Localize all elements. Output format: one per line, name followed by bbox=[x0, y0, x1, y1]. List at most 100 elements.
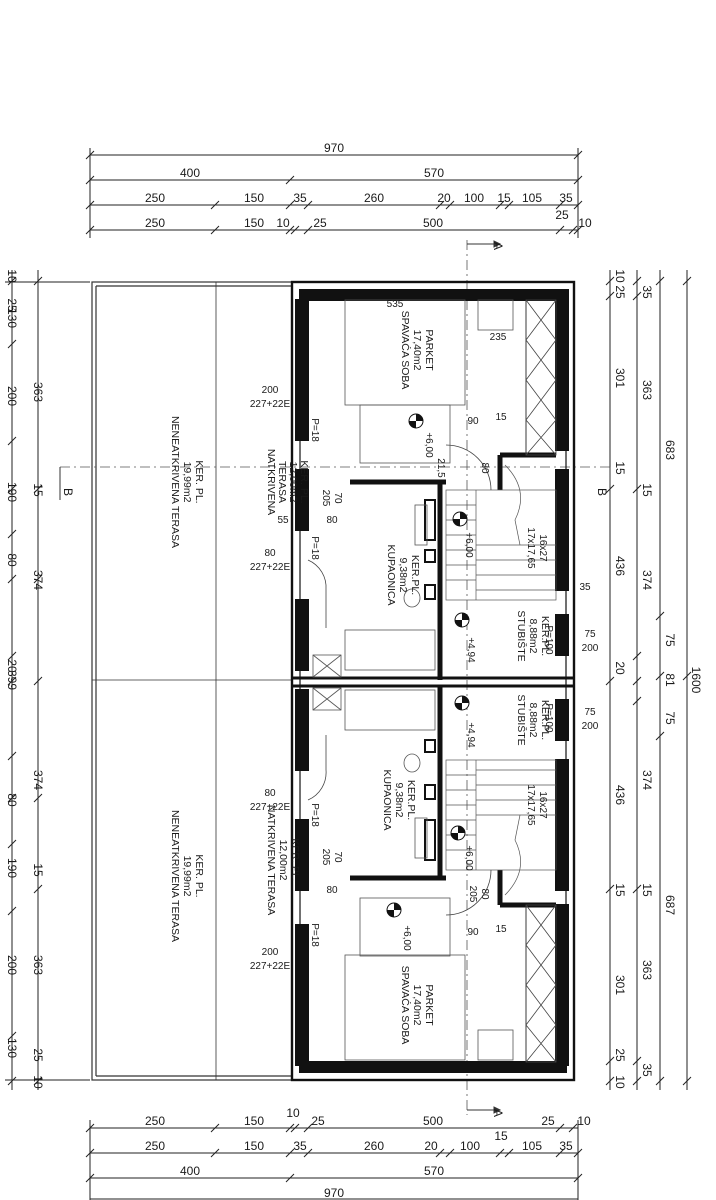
dim-bottom-r3-5: 20 bbox=[424, 1139, 438, 1153]
dim-right-75b: 75 bbox=[663, 711, 677, 725]
dim-right-363: 363 bbox=[640, 380, 654, 400]
room-area: 8,88m2 bbox=[527, 618, 539, 653]
room-label-bedroom-top: SPAVAĆA SOBA 17,40m2 PARKET bbox=[399, 311, 435, 390]
dim-right-15c: 15 bbox=[640, 483, 654, 497]
left-dim-labels: 10 25 130 200 190 15 80 20 80 190 200 13… bbox=[5, 269, 45, 1089]
room-floor: KER.PL. bbox=[539, 616, 551, 656]
dim-inner-15-top: 15 bbox=[495, 412, 507, 423]
room-floor: KER. PL. bbox=[193, 854, 205, 897]
dim-right-10b: 10 bbox=[613, 1075, 627, 1089]
room-name: NENEATKRIVENA TERASA bbox=[169, 810, 181, 942]
dim-right-25: 25 bbox=[613, 285, 627, 299]
dim-inner-235: 235 bbox=[490, 332, 507, 343]
level-bath-bottom: +6,00 bbox=[463, 845, 474, 871]
dim-top-r4-7: 10 bbox=[578, 216, 592, 230]
room-floor: KER.PL. bbox=[539, 700, 551, 740]
dim-inner-80-bottom: 80 bbox=[479, 888, 490, 900]
dim-right-363b: 363 bbox=[640, 960, 654, 980]
dim-inner-205-bottom: 205 bbox=[467, 886, 478, 903]
room-floor: KER.PL. bbox=[409, 555, 421, 595]
room-label-bathroom-top: KUPAONICA 9,38m2 KER.PL. bbox=[385, 544, 421, 605]
dim-left-80a: 80 bbox=[5, 553, 19, 567]
room-label-bedroom-bottom: SPAVAĆA SOBA 17,40m2 PARKET bbox=[399, 966, 435, 1045]
stair-step-bottom-2: 17x17,65 bbox=[525, 784, 536, 826]
stair-step-top-1: 16x27 bbox=[537, 534, 548, 562]
dim-left-15a: 15 bbox=[31, 483, 45, 497]
room-area: 12,00m2 bbox=[277, 840, 289, 881]
level-stair-bottom: +4,94 bbox=[465, 722, 476, 748]
stair-step-top-2: 17x17,65 bbox=[525, 527, 536, 569]
dim-top-r2-2: 570 bbox=[424, 166, 444, 180]
door-bath-bottom-h: 205 bbox=[320, 849, 331, 866]
level-markers bbox=[386, 413, 470, 918]
dim-right-683: 683 bbox=[663, 440, 677, 460]
room-area: 19,99m2 bbox=[181, 462, 193, 503]
dim-top-r3-4: 260 bbox=[364, 191, 384, 205]
dim-top-r3-3: 35 bbox=[293, 191, 307, 205]
dim-bottom-r3-4: 260 bbox=[364, 1139, 384, 1153]
dim-bottom-r4-7: 10 bbox=[577, 1114, 591, 1128]
dim-bottom-r3-1: 250 bbox=[145, 1139, 165, 1153]
window-height-top: 227+22E bbox=[250, 399, 291, 410]
room-area: 17,40m2 bbox=[411, 330, 423, 371]
dim-bottom-r3-2: 150 bbox=[244, 1139, 264, 1153]
level-bedroom-top: +6,00 bbox=[423, 432, 434, 458]
room-floor: KER. PL. bbox=[298, 460, 310, 503]
room-floor: PARKET bbox=[423, 329, 435, 371]
level-bedroom-bottom: +6,00 bbox=[401, 925, 412, 951]
dim-bottom-r3-3: 35 bbox=[293, 1139, 307, 1153]
room-floor: KER. PL. bbox=[193, 460, 205, 503]
room-name: KUPAONICA bbox=[381, 769, 393, 830]
door-width-top: 80 bbox=[264, 548, 276, 559]
dim-left-363: 363 bbox=[31, 382, 45, 402]
window-width-bottom: 80 bbox=[264, 788, 276, 799]
room-name: NATKRIVENA bbox=[265, 449, 277, 515]
door-bath-top-w: 70 bbox=[332, 492, 343, 504]
dim-right-81: 81 bbox=[663, 673, 677, 687]
dim-bottom-r4-5: 500 bbox=[423, 1114, 443, 1128]
dim-right-25b: 25 bbox=[613, 1048, 627, 1062]
dim-top-r4-4: 25 bbox=[313, 216, 327, 230]
left-dimension-chains bbox=[5, 270, 90, 1090]
dim-right-35b: 35 bbox=[640, 1063, 654, 1077]
dim-top-r3-7: 15 bbox=[497, 191, 511, 205]
dim-bottom-r4-3: 10 bbox=[286, 1106, 300, 1120]
room-label-covered-terrace-top: NATKRIVENA TERASA 12,00m2 KER. PL. bbox=[265, 449, 310, 515]
dim-left-363b: 363 bbox=[31, 955, 45, 975]
room-area: 12,00m2 bbox=[287, 462, 299, 503]
door-swings bbox=[307, 444, 492, 916]
section-line-b bbox=[60, 240, 610, 1115]
dim-inner-55: 55 bbox=[277, 515, 289, 526]
level-stair-top: +4,94 bbox=[465, 637, 476, 663]
dim-left-130b: 130 bbox=[5, 1038, 19, 1058]
section-arrows bbox=[59, 240, 611, 1114]
dim-right-436: 436 bbox=[613, 556, 627, 576]
dim-bottom-r3-7: 15 bbox=[494, 1129, 508, 1143]
dim-left-200b: 200 bbox=[5, 955, 19, 975]
dim-top-r4-6: 25 bbox=[555, 208, 569, 222]
dim-bottom-r4-4: 25 bbox=[311, 1114, 325, 1128]
dim-left-200: 200 bbox=[5, 386, 19, 406]
dim-top-r2-1: 400 bbox=[180, 166, 200, 180]
dim-right-374b: 374 bbox=[640, 770, 654, 790]
dim-top-r3-8: 105 bbox=[522, 191, 542, 205]
window-height-bottom-2: 227+22E bbox=[250, 961, 291, 972]
parapet-top-2: P=18 bbox=[309, 536, 320, 560]
dim-bottom-r3-9: 35 bbox=[559, 1139, 573, 1153]
right-dim-labels: 10 25 301 15 436 20 436 15 301 25 10 35 … bbox=[613, 269, 703, 1089]
dim-inner-535: 535 bbox=[387, 299, 404, 310]
room-floor: KER. PL. bbox=[289, 838, 301, 881]
dim-bottom-r3-6: 100 bbox=[460, 1139, 480, 1153]
room-label-open-terrace-bottom: NENEATKRIVENA TERASA 19,99m2 KER. PL. bbox=[169, 810, 205, 942]
dim-left-80b: 80 bbox=[5, 793, 19, 807]
dim-left-190b: 190 bbox=[5, 858, 19, 878]
dim-inner-215: 21,5 bbox=[435, 458, 446, 478]
dim-right-35: 35 bbox=[640, 285, 654, 299]
dim-top-r4-2: 150 bbox=[244, 216, 264, 230]
window-height-bottom: 227+22E bbox=[250, 802, 291, 813]
dim-left-15b: 15 bbox=[31, 863, 45, 877]
stair-parapet-top: P=100 bbox=[543, 625, 554, 655]
dim-right-374: 374 bbox=[640, 570, 654, 590]
section-mark-b-right: B bbox=[595, 488, 609, 496]
room-name: STUBIŠTE bbox=[515, 610, 528, 661]
